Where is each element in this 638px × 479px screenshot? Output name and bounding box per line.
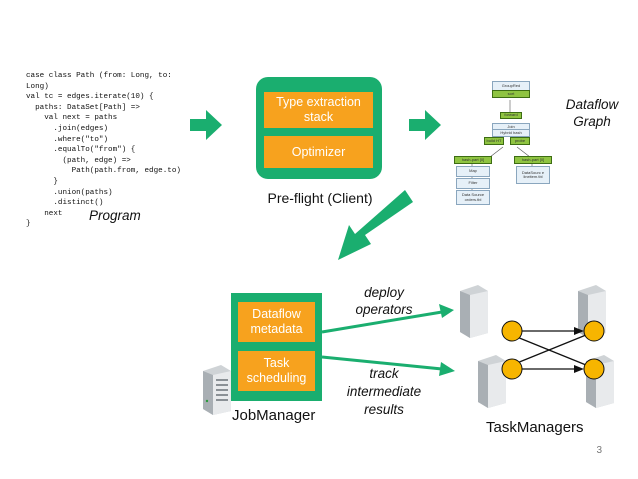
mini-build-ht: build HT [484, 137, 504, 145]
task-scheduling-box: Task scheduling [238, 351, 315, 391]
mini-hash-part-left: hash-part [0] [454, 156, 492, 164]
program-code: case class Path (from: Long, to: Long) val… [26, 71, 181, 230]
code-line: (path, edge) => [26, 156, 131, 165]
code-line: .join(edges) [26, 124, 109, 133]
taskmanagers-cluster [460, 285, 614, 408]
mini-forward: forward [500, 112, 522, 119]
task-operator [501, 320, 523, 342]
deploy-arrow [321, 304, 454, 334]
arrow-right-2 [409, 110, 441, 140]
taskmanagers-caption: TaskManagers [486, 419, 584, 436]
code-line: .distinct() [26, 199, 104, 208]
code-line: next [26, 209, 63, 218]
mini-hybrid-hash: Hybrid hash [492, 129, 530, 137]
track-arrow [321, 355, 455, 376]
code-line: .equalTo("from") { [26, 146, 136, 155]
mini-probe: probe [510, 137, 530, 145]
code-line: val tc = edges.iterate(10) { [26, 93, 154, 102]
mini-data-source-title: Data Source [461, 192, 485, 197]
type-extraction-box: Type extraction stack [264, 92, 373, 128]
code-line: .union(paths) [26, 188, 113, 197]
mini-hash-part-right: hash-part [0] [514, 156, 552, 164]
arrow-right-1 [190, 110, 222, 140]
code-line: case class Path (from: Long, to: [26, 72, 172, 80]
optimizer-box: Optimizer [264, 136, 373, 168]
server-icon [460, 285, 488, 338]
code-line: } [26, 177, 58, 186]
code-line: } [26, 220, 31, 229]
mini-data-source-right-sub: lineitem.tbl [523, 174, 543, 179]
task-operator [583, 320, 605, 342]
code-line: Long) [26, 82, 49, 91]
deploy-label: deploy operators [355, 285, 413, 317]
server-icon [203, 365, 231, 415]
code-line: .where("to") [26, 135, 109, 144]
dataflow-metadata-box: Dataflow metadata [238, 302, 315, 342]
client-caption: Pre-flight (Client) [267, 190, 373, 206]
jobmanager-caption: JobManager [232, 407, 316, 424]
code-line: Path(path.from, edge.to) [26, 167, 181, 176]
mini-sort: sort [492, 90, 530, 98]
task-edges [511, 330, 587, 370]
track-label: track intermediate results [346, 366, 422, 417]
server-icon [478, 355, 506, 408]
mini-data-source-sub: orders.tbl [464, 196, 482, 202]
mini-map: Map [456, 166, 490, 177]
task-operator [583, 358, 605, 380]
program-label: Program [89, 208, 141, 223]
mini-filter: Filter [456, 178, 490, 189]
dataflow-graph-label: Dataflow Graph [565, 97, 619, 129]
task-operator [501, 358, 523, 380]
mini-data-source-right: DataSourc e lineitem.tbl [516, 166, 550, 184]
code-line: paths: DataSet[Path] => [26, 103, 140, 112]
page-number: 3 [596, 445, 602, 456]
arrow-down-left [338, 190, 413, 260]
mini-data-source-right-title: DataSourc e [521, 169, 545, 175]
mini-dataflow-graph: GroupRed sort forward Join Hybrid hash b… [448, 75, 558, 210]
code-line: val next = paths [26, 114, 118, 123]
mini-data-source: Data Source orders.tbl [456, 190, 490, 205]
